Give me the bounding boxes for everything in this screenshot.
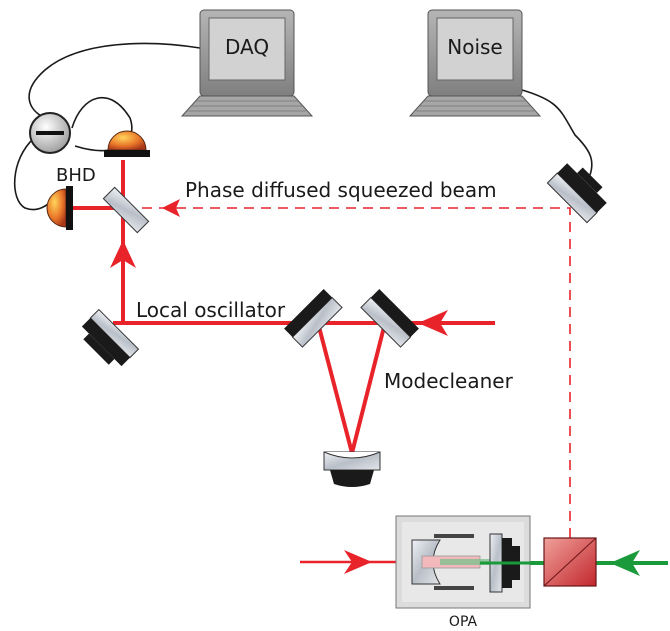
local-oscillator-beam: [113, 160, 125, 325]
dichroic-beam-splitter: [543, 537, 597, 587]
cables: [13, 42, 593, 211]
beam-splitter-icon: [102, 186, 150, 234]
opa-label: OPA: [449, 614, 478, 630]
mirror-actuator: [577, 167, 603, 193]
cable-daq-to-bhd: [28, 42, 201, 119]
daq-computer: DAQ: [180, 9, 314, 117]
curved-mirror-surface: [323, 451, 381, 459]
opa-rail-bottom: [434, 586, 474, 590]
opa-rail-top: [434, 534, 474, 538]
phase-diffused-beam-label: Phase diffused squeezed beam: [185, 178, 497, 202]
daq-label: DAQ: [225, 35, 269, 59]
photodetector-icon: [46, 188, 67, 228]
top-photodetector: [104, 130, 150, 157]
noise-computer: Noise: [408, 9, 542, 117]
bhd-beam-splitter: [102, 186, 150, 234]
opa-crystal-green: [440, 559, 490, 565]
squeezed-beam-arrow: [162, 199, 180, 217]
subtractor-minus: [36, 131, 64, 135]
steering-mirror: [81, 308, 140, 367]
daq-screen: [208, 17, 286, 81]
curved-mirror-mount: [330, 470, 374, 487]
mirror-mount: [284, 289, 333, 338]
noise-screen: [436, 17, 514, 81]
squeezed-beam-path: [125, 207, 571, 538]
local-oscillator-label: Local oscillator: [136, 298, 286, 322]
mirror-mount-back: [83, 333, 115, 365]
modecleaner-label: Modecleaner: [384, 369, 514, 393]
noise-label: Noise: [447, 35, 502, 59]
modecleaner-beam: [316, 321, 388, 454]
pump-arrow: [610, 550, 640, 576]
mirror-mount: [370, 289, 419, 338]
mirror-mount: [557, 163, 607, 213]
cable-noise-to-modulator: [514, 87, 593, 176]
modecleaner-mirror-right: [360, 289, 419, 348]
beams: [70, 160, 668, 565]
modulator-mirror: [546, 163, 607, 224]
daq-keyboard-keys: [188, 100, 306, 112]
photodetector-icon: [107, 130, 147, 151]
lo-up-arrow: [110, 240, 136, 268]
noise-keyboard-keys: [416, 100, 534, 112]
opa-input-arrow: [344, 550, 372, 574]
opa: [395, 515, 545, 609]
beam-splitter-diagonal: [543, 537, 597, 587]
left-photodetector: [46, 186, 73, 230]
modecleaner-input-arrow: [418, 310, 448, 336]
subtractor: [29, 112, 71, 154]
modecleaner-curved-mirror: [323, 451, 381, 487]
beam-arrows: [110, 199, 640, 576]
modecleaner-mirror-left: [284, 289, 343, 348]
photodetector-base: [104, 150, 150, 157]
mirror-mount: [81, 318, 130, 367]
mirror-icon: [546, 172, 598, 224]
bhd-label: BHD: [56, 165, 96, 186]
photodetector-base: [66, 186, 73, 230]
